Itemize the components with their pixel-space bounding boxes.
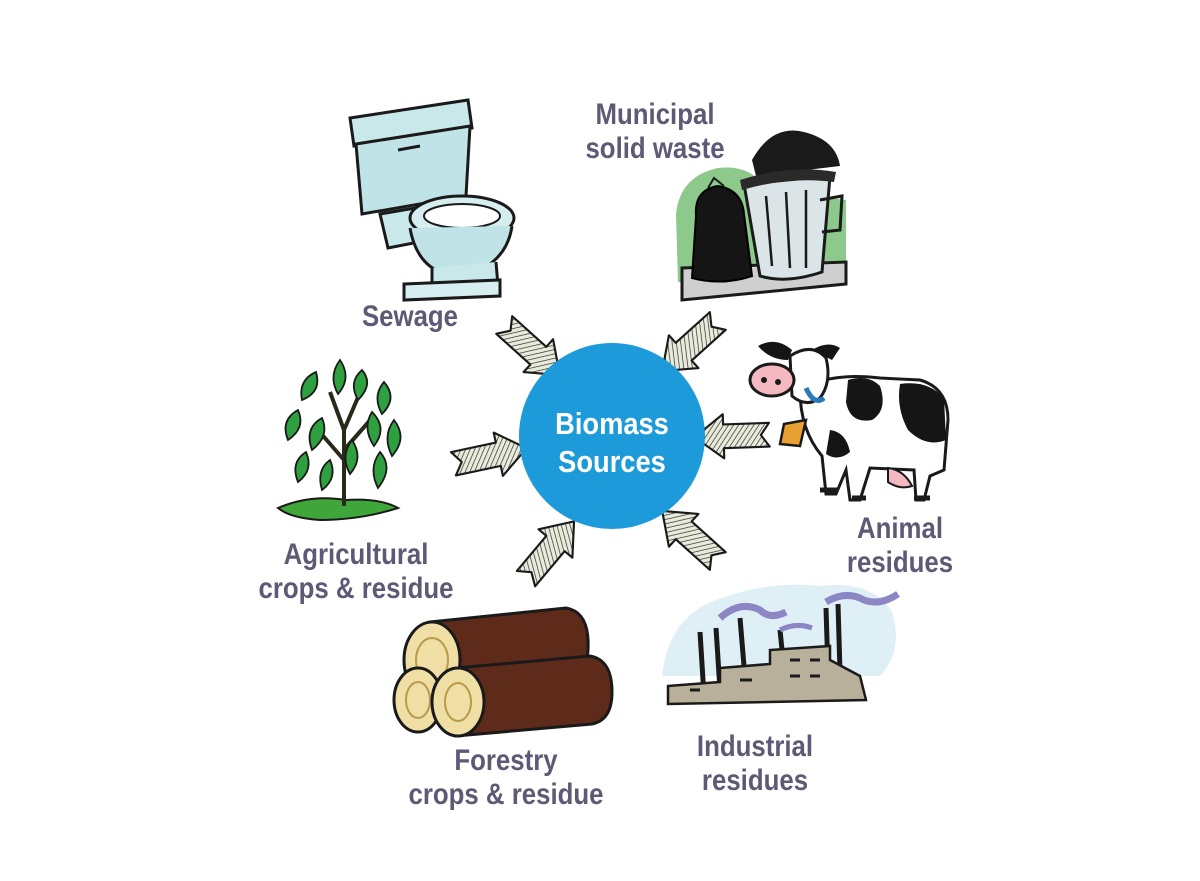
- municipal-label-line2: solid waste: [585, 132, 725, 165]
- sewage-label: Sewage: [350, 300, 470, 334]
- sewage-label-line1: Sewage: [361, 300, 459, 333]
- forestry-label: Forestry crops & residue: [403, 744, 609, 812]
- agricultural-label-line1: Agricultural: [283, 538, 429, 571]
- logs-icon: [392, 606, 614, 738]
- animal-label-line1: Animal: [856, 512, 944, 545]
- municipal-label-line1: Municipal: [595, 98, 715, 131]
- center-title-line1: Biomass: [555, 406, 669, 441]
- factory-icon: [662, 584, 900, 706]
- arrow-icon: [692, 411, 772, 461]
- agricultural-label: Agricultural crops & residue: [253, 538, 459, 606]
- industrial-label-line1: Industrial: [696, 730, 814, 763]
- animal-label-line2: residues: [846, 546, 954, 579]
- biomass-sources-circle: Biomass Sources: [519, 343, 705, 529]
- center-title-line2: Sources: [558, 444, 666, 479]
- forestry-label-line1: Forestry: [454, 744, 558, 777]
- forestry-label-line2: crops & residue: [408, 778, 604, 811]
- plant-icon: [276, 358, 402, 522]
- animal-residues-label: Animal residues: [831, 512, 969, 580]
- trash-can-icon: [676, 130, 848, 302]
- center-title: Biomass Sources: [530, 405, 694, 481]
- toilet-icon: [348, 98, 516, 302]
- industrial-label-line2: residues: [701, 764, 809, 797]
- industrial-residues-label: Industrial residues: [684, 730, 827, 798]
- agricultural-label-line2: crops & residue: [258, 572, 454, 605]
- cow-icon: [748, 341, 950, 502]
- municipal-solid-waste-label: Municipal solid waste: [578, 98, 733, 166]
